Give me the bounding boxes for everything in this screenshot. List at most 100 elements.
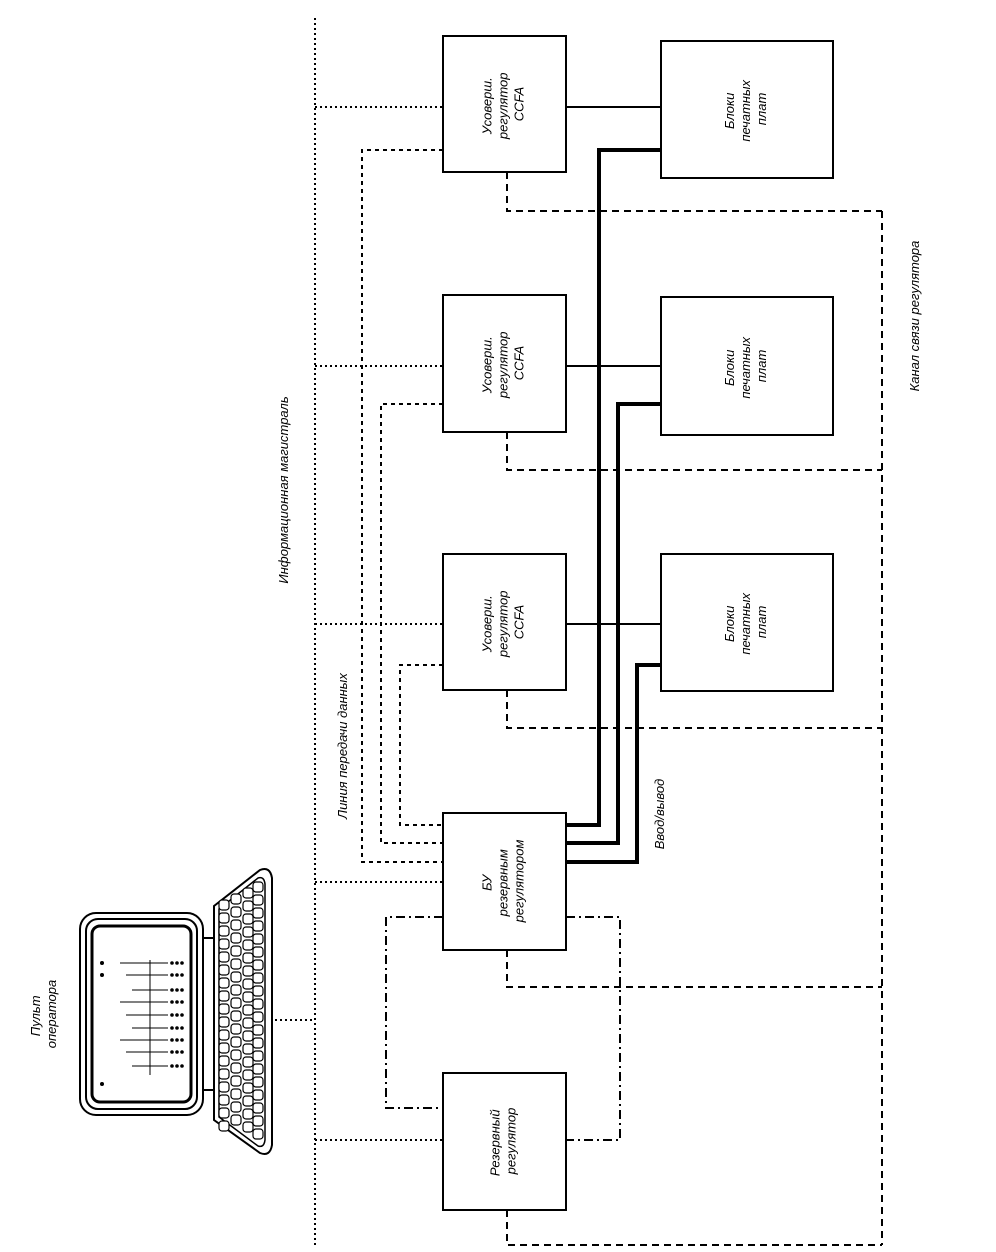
control-unit-line-1: БУ xyxy=(480,873,495,891)
key-icon xyxy=(230,906,242,918)
key-icon xyxy=(230,997,242,1009)
key-icon xyxy=(230,1075,242,1087)
screen-dot xyxy=(180,1013,184,1017)
reserve-regulator-block: Резервный регулятор xyxy=(442,1072,567,1211)
screen-dot xyxy=(175,961,179,965)
key-icon xyxy=(230,971,242,983)
key-icon xyxy=(230,893,242,905)
screen-dot xyxy=(170,973,174,977)
regulator-channel-label: Канал связи регулятора xyxy=(907,241,922,392)
screen-dot xyxy=(180,988,184,992)
key-icon xyxy=(218,977,230,989)
screen-dot xyxy=(170,961,174,965)
information-bus xyxy=(275,18,443,1248)
pcb-2-line-2: печатных xyxy=(738,336,753,398)
key-icon xyxy=(242,965,254,977)
key-icon xyxy=(252,985,264,997)
screen-dot xyxy=(175,1064,179,1068)
key-icon xyxy=(218,925,230,937)
key-icon xyxy=(252,894,264,906)
screen-dot xyxy=(180,1050,184,1054)
key-icon xyxy=(242,1095,254,1107)
screen-dot xyxy=(100,961,104,965)
screen-dot xyxy=(170,1050,174,1054)
key-icon xyxy=(230,1101,242,1113)
svg-text:БУ резервным регул: БУ резервным регулятором xyxy=(480,840,527,924)
key-icon xyxy=(242,1108,254,1120)
key-icon xyxy=(230,958,242,970)
key-icon xyxy=(252,1024,264,1036)
key-icon xyxy=(242,913,254,925)
screen-dot xyxy=(175,973,179,977)
key-icon xyxy=(242,991,254,1003)
key-icon xyxy=(252,1128,264,1140)
screen-dot xyxy=(170,1038,174,1042)
pcb-2-line-3: плат xyxy=(754,350,769,383)
key-icon xyxy=(218,938,230,950)
screen-dot xyxy=(175,1026,179,1030)
svg-text:Блоки печатных пла: Блоки печатных плат xyxy=(722,333,769,398)
key-icon xyxy=(252,1011,264,1023)
screen-dot xyxy=(100,973,104,977)
screen-dot xyxy=(175,1038,179,1042)
key-icon xyxy=(252,1037,264,1049)
screen-dot xyxy=(180,1064,184,1068)
key-icon xyxy=(242,887,254,899)
regulator-3-line-3: CCFA xyxy=(512,605,527,639)
key-icon xyxy=(252,1076,264,1088)
key-icon xyxy=(252,946,264,958)
key-icon xyxy=(242,900,254,912)
pcb-block-3: Блоки печатных плат xyxy=(660,553,834,692)
key-icon xyxy=(230,1114,242,1126)
key-icon xyxy=(218,1068,230,1080)
data-line-label: Линия передачи данных xyxy=(335,673,350,820)
key-icon xyxy=(218,1016,230,1028)
svg-text:Усоверш. регулятор: Усоверш. регулятор CCFA xyxy=(480,587,527,658)
key-icon xyxy=(242,1030,254,1042)
regulator-1-line-1: Усоверш. xyxy=(480,77,495,135)
regulator-block-1: Усоверш. регулятор CCFA xyxy=(442,35,567,173)
pcb-3-line-1: Блоки xyxy=(722,606,737,642)
key-icon xyxy=(230,919,242,931)
key-icon xyxy=(242,978,254,990)
key-icon xyxy=(218,1029,230,1041)
screen-dot xyxy=(180,1038,184,1042)
screen-dot xyxy=(170,1013,174,1017)
key-icon xyxy=(218,899,230,911)
key-icon xyxy=(218,964,230,976)
key-icon xyxy=(242,939,254,951)
key-icon xyxy=(252,933,264,945)
keyboard-keys xyxy=(218,881,264,1140)
control-unit-block: БУ резервным регулятором xyxy=(442,812,567,951)
key-icon xyxy=(242,926,254,938)
control-unit-line-2: резервным xyxy=(496,849,511,917)
key-icon xyxy=(230,945,242,957)
regulator-block-3: Усоверш. регулятор CCFA xyxy=(442,553,567,691)
control-unit-line-3: регулятором xyxy=(512,840,527,924)
io-lines xyxy=(566,148,661,864)
screen-dot xyxy=(175,1013,179,1017)
key-icon xyxy=(252,959,264,971)
screen-dot xyxy=(170,988,174,992)
pcb-2-line-1: Блоки xyxy=(722,350,737,386)
screen-dot xyxy=(170,1000,174,1004)
key-icon xyxy=(242,1121,254,1133)
key-icon xyxy=(218,1055,230,1067)
key-icon xyxy=(252,907,264,919)
key-icon xyxy=(230,1088,242,1100)
key-icon xyxy=(218,1003,230,1015)
regulator-block-2: Усоверш. регулятор CCFA xyxy=(442,294,567,433)
key-icon xyxy=(230,1036,242,1048)
regulator-channel xyxy=(506,172,883,1246)
screen-dot xyxy=(170,1064,174,1068)
screen-dot xyxy=(180,961,184,965)
pcb-3-line-2: печатных xyxy=(738,592,753,654)
operator-console-label: Пульт оператора xyxy=(28,980,59,1048)
data-transmission-lines xyxy=(361,149,443,863)
operator-console-line-2: оператора xyxy=(44,980,59,1048)
key-icon xyxy=(230,1062,242,1074)
laptop-icon xyxy=(79,868,273,1155)
key-icon xyxy=(242,1017,254,1029)
key-icon xyxy=(230,932,242,944)
